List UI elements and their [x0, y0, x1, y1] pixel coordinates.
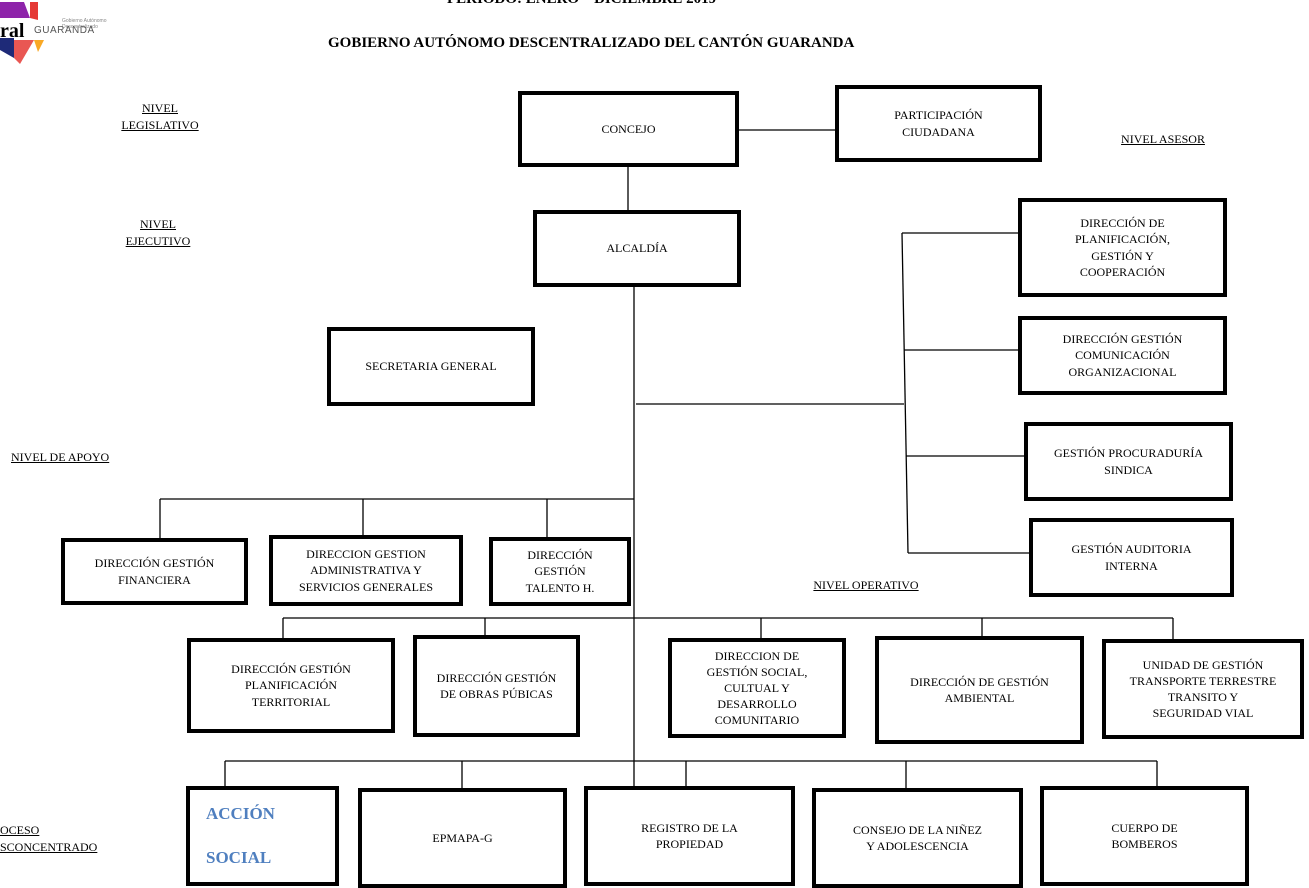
unit-planificacion-territorial: DIRECCIÓN GESTIÓN PLANIFICACIÓN TERRITOR… — [187, 638, 395, 733]
connector — [901, 232, 909, 554]
unit-transporte-transito: UNIDAD DE GESTIÓN TRANSPORTE TERRESTRE T… — [1102, 639, 1304, 739]
logo-word: ral — [0, 20, 25, 42]
guaranda-logo: ral Gobierno Autónomo Descentralizado GU… — [0, 0, 130, 70]
unit-gestion-social: DIRECCION DE GESTIÓN SOCIAL, CULTUAL Y D… — [668, 638, 846, 738]
level-apoyo: NIVEL DE APOYO — [11, 450, 110, 464]
unit-procuraduria-sindica: GESTIÓN PROCURADURÍA SINDICA — [1024, 422, 1233, 501]
accion-social-label: ACCIÓN SOCIAL — [206, 803, 275, 867]
unit-registro-propiedad: REGISTRO DE LA PROPIEDAD — [584, 786, 795, 886]
unit-cuerpo-bomberos: CUERPO DE BOMBEROS — [1040, 786, 1249, 886]
level-ejecutivo: NIVEL EJECUTIVO — [125, 217, 191, 249]
unit-direccion-talento-humano: DIRECCIÓN GESTIÓN TALENTO H. — [489, 537, 631, 606]
page-title: GOBIERNO AUTÓNOMO DESCENTRALIZADO DEL CA… — [328, 35, 855, 51]
unit-secretaria-general: SECRETARIA GENERAL — [327, 327, 535, 406]
unit-auditoria-interna: GESTIÓN AUDITORIA INTERNA — [1029, 518, 1234, 597]
unit-epmapa: EPMAPA-G — [358, 788, 567, 888]
unit-gestion-ambiental: DIRECCIÓN DE GESTIÓN AMBIENTAL — [875, 636, 1084, 744]
level-legislativo: NIVEL LEGISLATIVO — [121, 101, 199, 133]
unit-accion-social: ACCIÓN SOCIAL — [186, 786, 339, 886]
unit-alcaldia: ALCALDÍA — [533, 210, 741, 287]
unit-concejo: CONCEJO — [518, 91, 739, 167]
level-asesor: NIVEL ASESOR — [1121, 132, 1205, 146]
unit-obras-publicas: DIRECCIÓN GESTIÓN DE OBRAS PÚBICAS — [413, 635, 580, 737]
unit-consejo-ninez: CONSEJO DE LA NIÑEZ Y ADOLESCENCIA — [812, 788, 1023, 888]
unit-direccion-financiera: DIRECCIÓN GESTIÓN FINANCIERA — [61, 538, 248, 605]
unit-direccion-administrativa: DIRECCION GESTION ADMINISTRATIVA Y SERVI… — [269, 535, 463, 606]
unit-participacion-ciudadana: PARTICIPACIÓN CIUDADANA — [835, 85, 1042, 162]
level-operativo: NIVEL OPERATIVO — [813, 578, 919, 592]
unit-direccion-comunicacion: DIRECCIÓN GESTIÓN COMUNICACIÓN ORGANIZAC… — [1018, 316, 1227, 395]
logo-mark — [0, 2, 44, 64]
level-desconcentrado: OCESO SCONCENTRADO — [0, 823, 98, 855]
logo-brand: GUARANDA — [34, 25, 95, 36]
period-heading: PERIODO: ENERO – DICIEMBRE 2019 — [447, 0, 716, 8]
logo-caption: Gobierno Autónomo Descentralizado — [62, 18, 107, 30]
unit-direccion-planificacion-gestion: DIRECCIÓN DE PLANIFICACIÓN, GESTIÓN Y CO… — [1018, 198, 1227, 297]
